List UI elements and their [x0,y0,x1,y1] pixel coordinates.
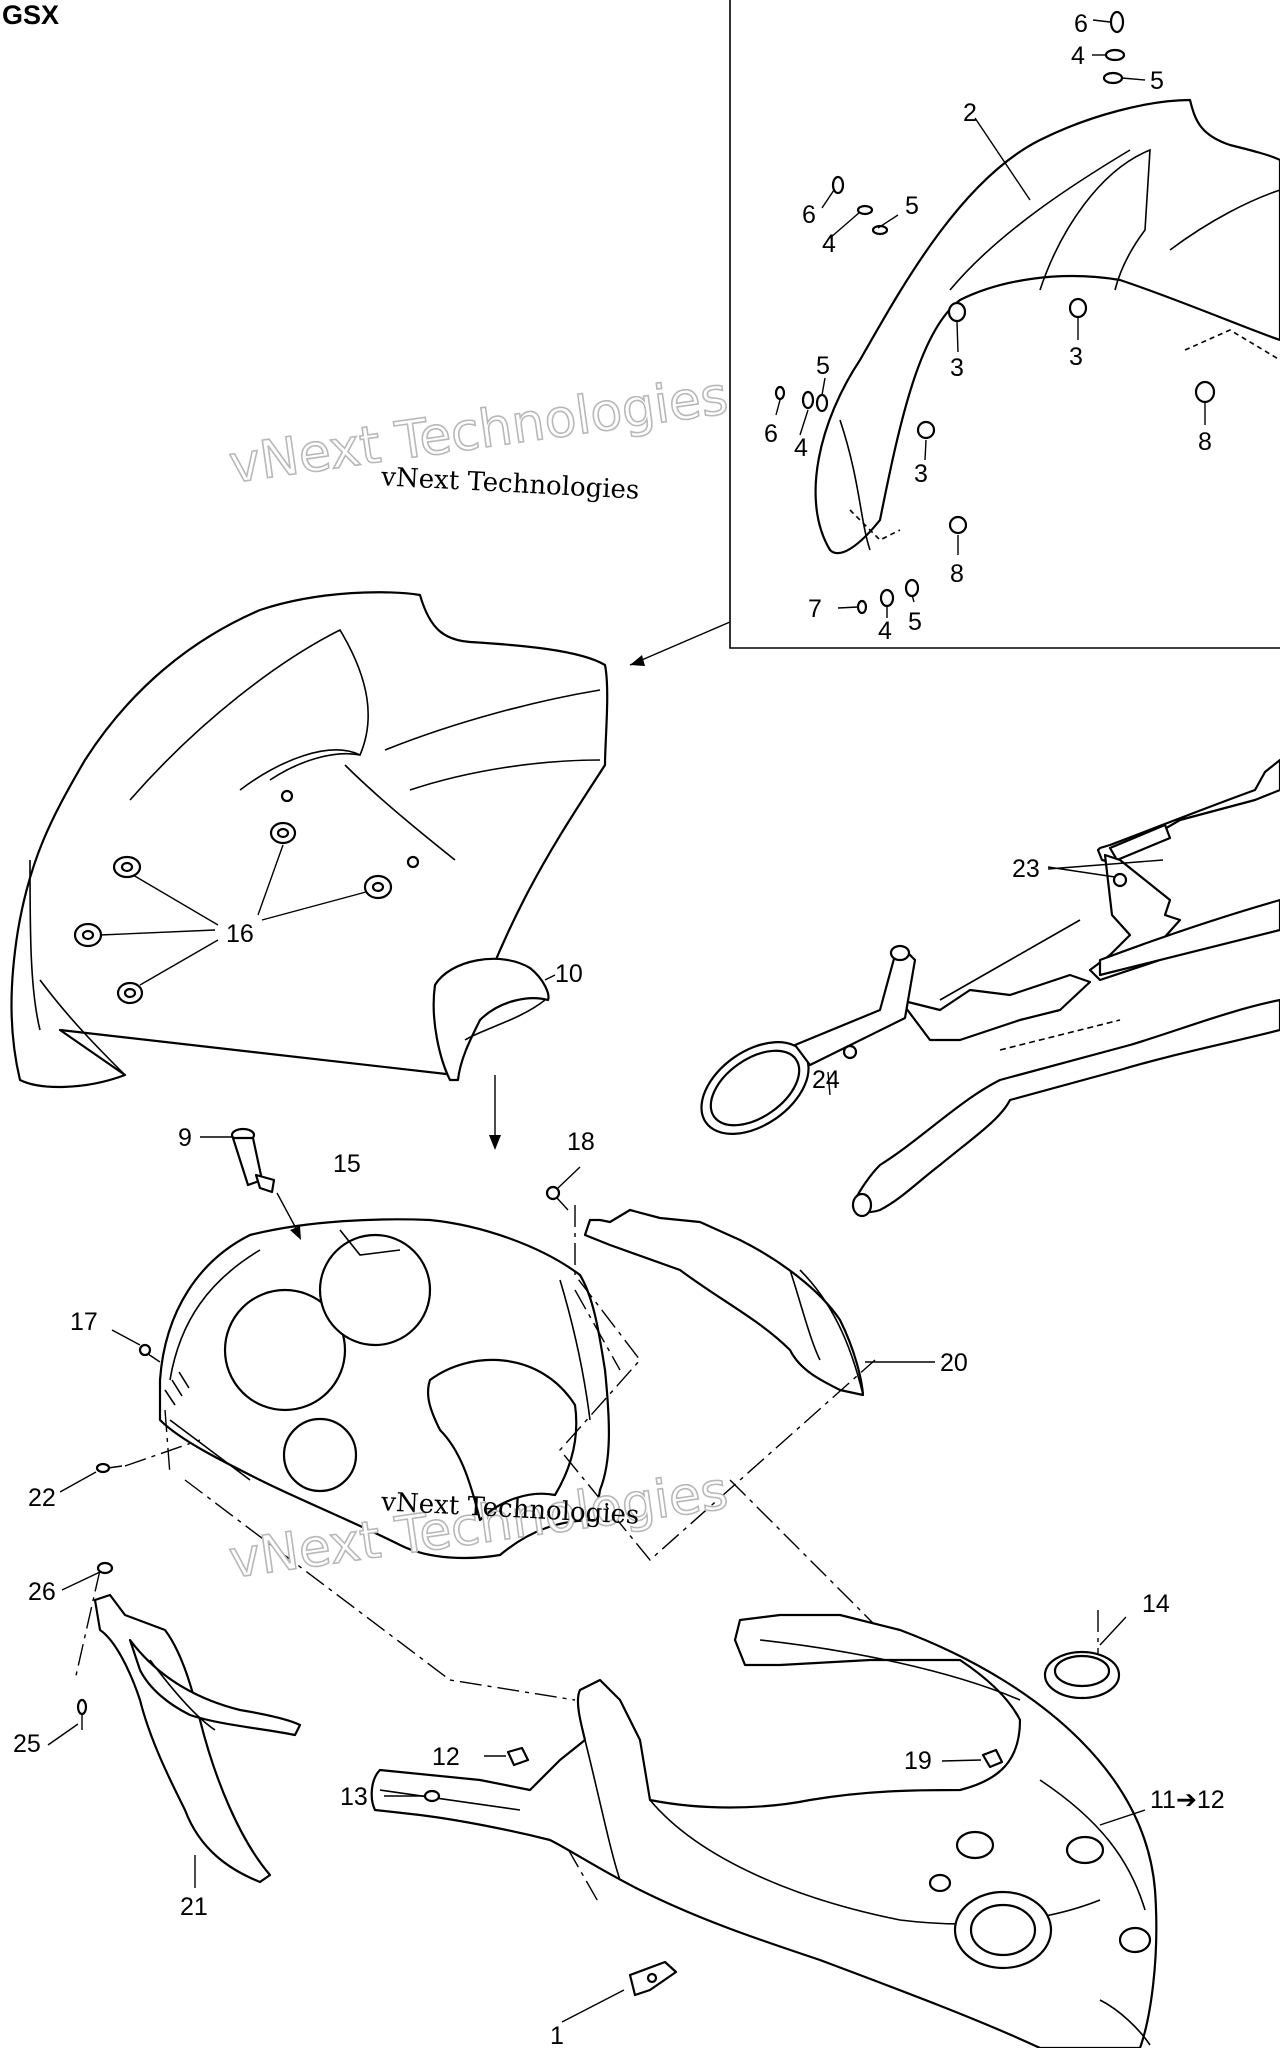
callout-1: 1 [550,2022,564,2048]
callout-6: 6 [764,420,778,448]
callout-3: 3 [1069,343,1083,371]
windshield-inset [814,98,1280,555]
main-body-11 [370,1613,1158,2048]
windshield-main [10,591,609,1089]
socket-9 [200,1127,301,1240]
callout-11-12: 11➔12 [1150,1786,1225,1814]
cover-15 [158,1218,610,1560]
diagram-title: GSX [2,0,60,30]
screws [59,1166,581,1493]
assembly-lines [74,1205,1099,1906]
callout-16: 16 [226,920,254,948]
cover-10 [432,957,556,1150]
callout-4: 4 [878,617,892,645]
watermark-small-text: vNext Technologies [380,462,640,506]
handlebar [851,919,1280,1218]
callout-7: 7 [808,595,822,623]
callout-21: 21 [180,1893,208,1921]
callout-3: 3 [950,354,964,382]
callout-22: 22 [28,1484,56,1512]
callout-2: 2 [963,99,977,127]
callout-4: 4 [822,230,836,258]
callout-6: 6 [802,201,816,229]
mirror-24 [700,872,1128,1135]
callout-4: 4 [1071,42,1085,70]
ring-14 [1043,1616,1127,1700]
callout-labels: 6 4 5 2 6 4 5 3 3 5 6 4 3 8 8 7 4 5 16 1… [13,10,1225,2048]
callout-20: 20 [940,1349,968,1377]
leaders-23-24 [827,859,1164,1096]
callout-5: 5 [816,352,830,380]
callout-19: 19 [904,1747,932,1775]
callout-4: 4 [794,434,808,462]
inset-frame [729,0,1280,649]
callout-18: 18 [567,1128,595,1156]
callout-5: 5 [908,608,922,636]
leaders-16 [99,844,367,986]
callout-15: 15 [333,1150,361,1178]
callout-10: 10 [555,960,583,988]
callout-6: 6 [1074,10,1088,38]
callout-25: 25 [13,1730,41,1758]
callout-5: 5 [1150,67,1164,95]
callout-8: 8 [950,560,964,588]
callout-13: 13 [340,1783,368,1811]
callout-9: 9 [178,1124,192,1152]
callout-24: 24 [812,1066,840,1094]
callout-26: 26 [28,1578,56,1606]
side-panel-21 [47,1561,302,1888]
side-panel-20 [583,1208,935,1397]
callout-12: 12 [432,1743,460,1771]
watermark-top-small: vNext Technologies [380,462,640,506]
inset-leaders [629,19,1206,666]
callout-23: 23 [1012,855,1040,883]
callout-8: 8 [1198,428,1212,456]
callout-3: 3 [914,460,928,488]
grommets-16 [73,789,420,1005]
callout-5: 5 [905,192,919,220]
callout-14: 14 [1142,1590,1170,1618]
mirror-23 [1088,758,1280,982]
callout-17: 17 [70,1308,98,1336]
small-parts [384,1746,1004,2023]
